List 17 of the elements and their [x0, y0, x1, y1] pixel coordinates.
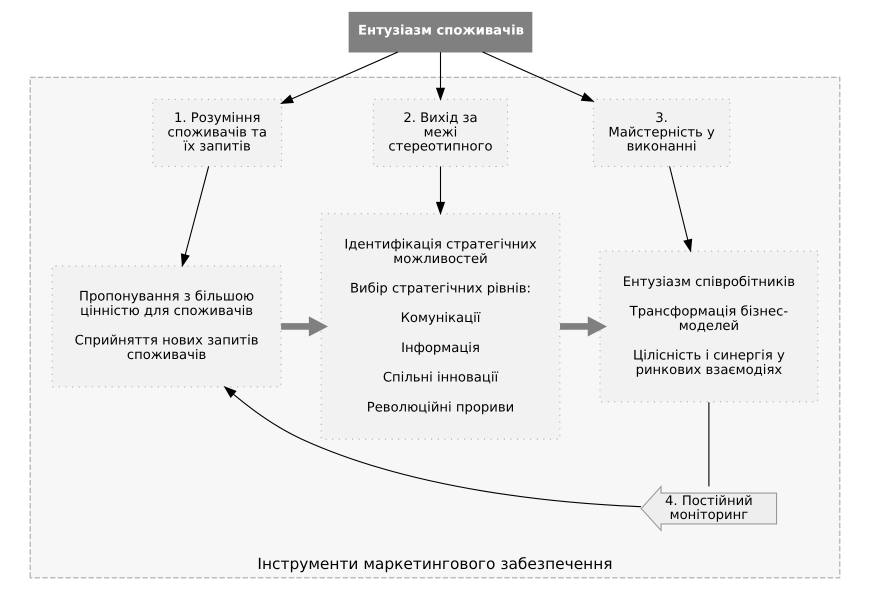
arrow	[669, 166, 692, 253]
arrow	[224, 386, 641, 508]
arrow	[280, 52, 398, 104]
arrow	[281, 316, 328, 337]
node-box: 1. Розуміння споживачів та їх запитів	[152, 98, 282, 167]
node-box: 3. Майстерність у виконанні	[592, 98, 730, 167]
arrow	[436, 166, 446, 216]
node-box: Пропонування з більшою цінністю для споживачів Сприйняття нових запитів споживачів	[52, 265, 282, 388]
node-box: Ідентифікація стратегічних можливостей Вибір стратегічних рівнів: Комунікації Інформація Спільні інновації Революційні прориви	[320, 213, 560, 440]
connector	[708, 402, 710, 486]
arrow	[560, 316, 607, 337]
arrow	[180, 166, 210, 268]
arrow	[482, 52, 595, 102]
node-box: Ентузіазм співробітників Трансформація бізнес-моделей Цілісність і синергія у ринкових взаємодіях	[599, 250, 818, 402]
arrow	[436, 52, 446, 101]
node-box: 2. Вихід за межі стереотипного	[372, 98, 508, 167]
node-box: Ентузіазм споживачів	[348, 12, 532, 53]
